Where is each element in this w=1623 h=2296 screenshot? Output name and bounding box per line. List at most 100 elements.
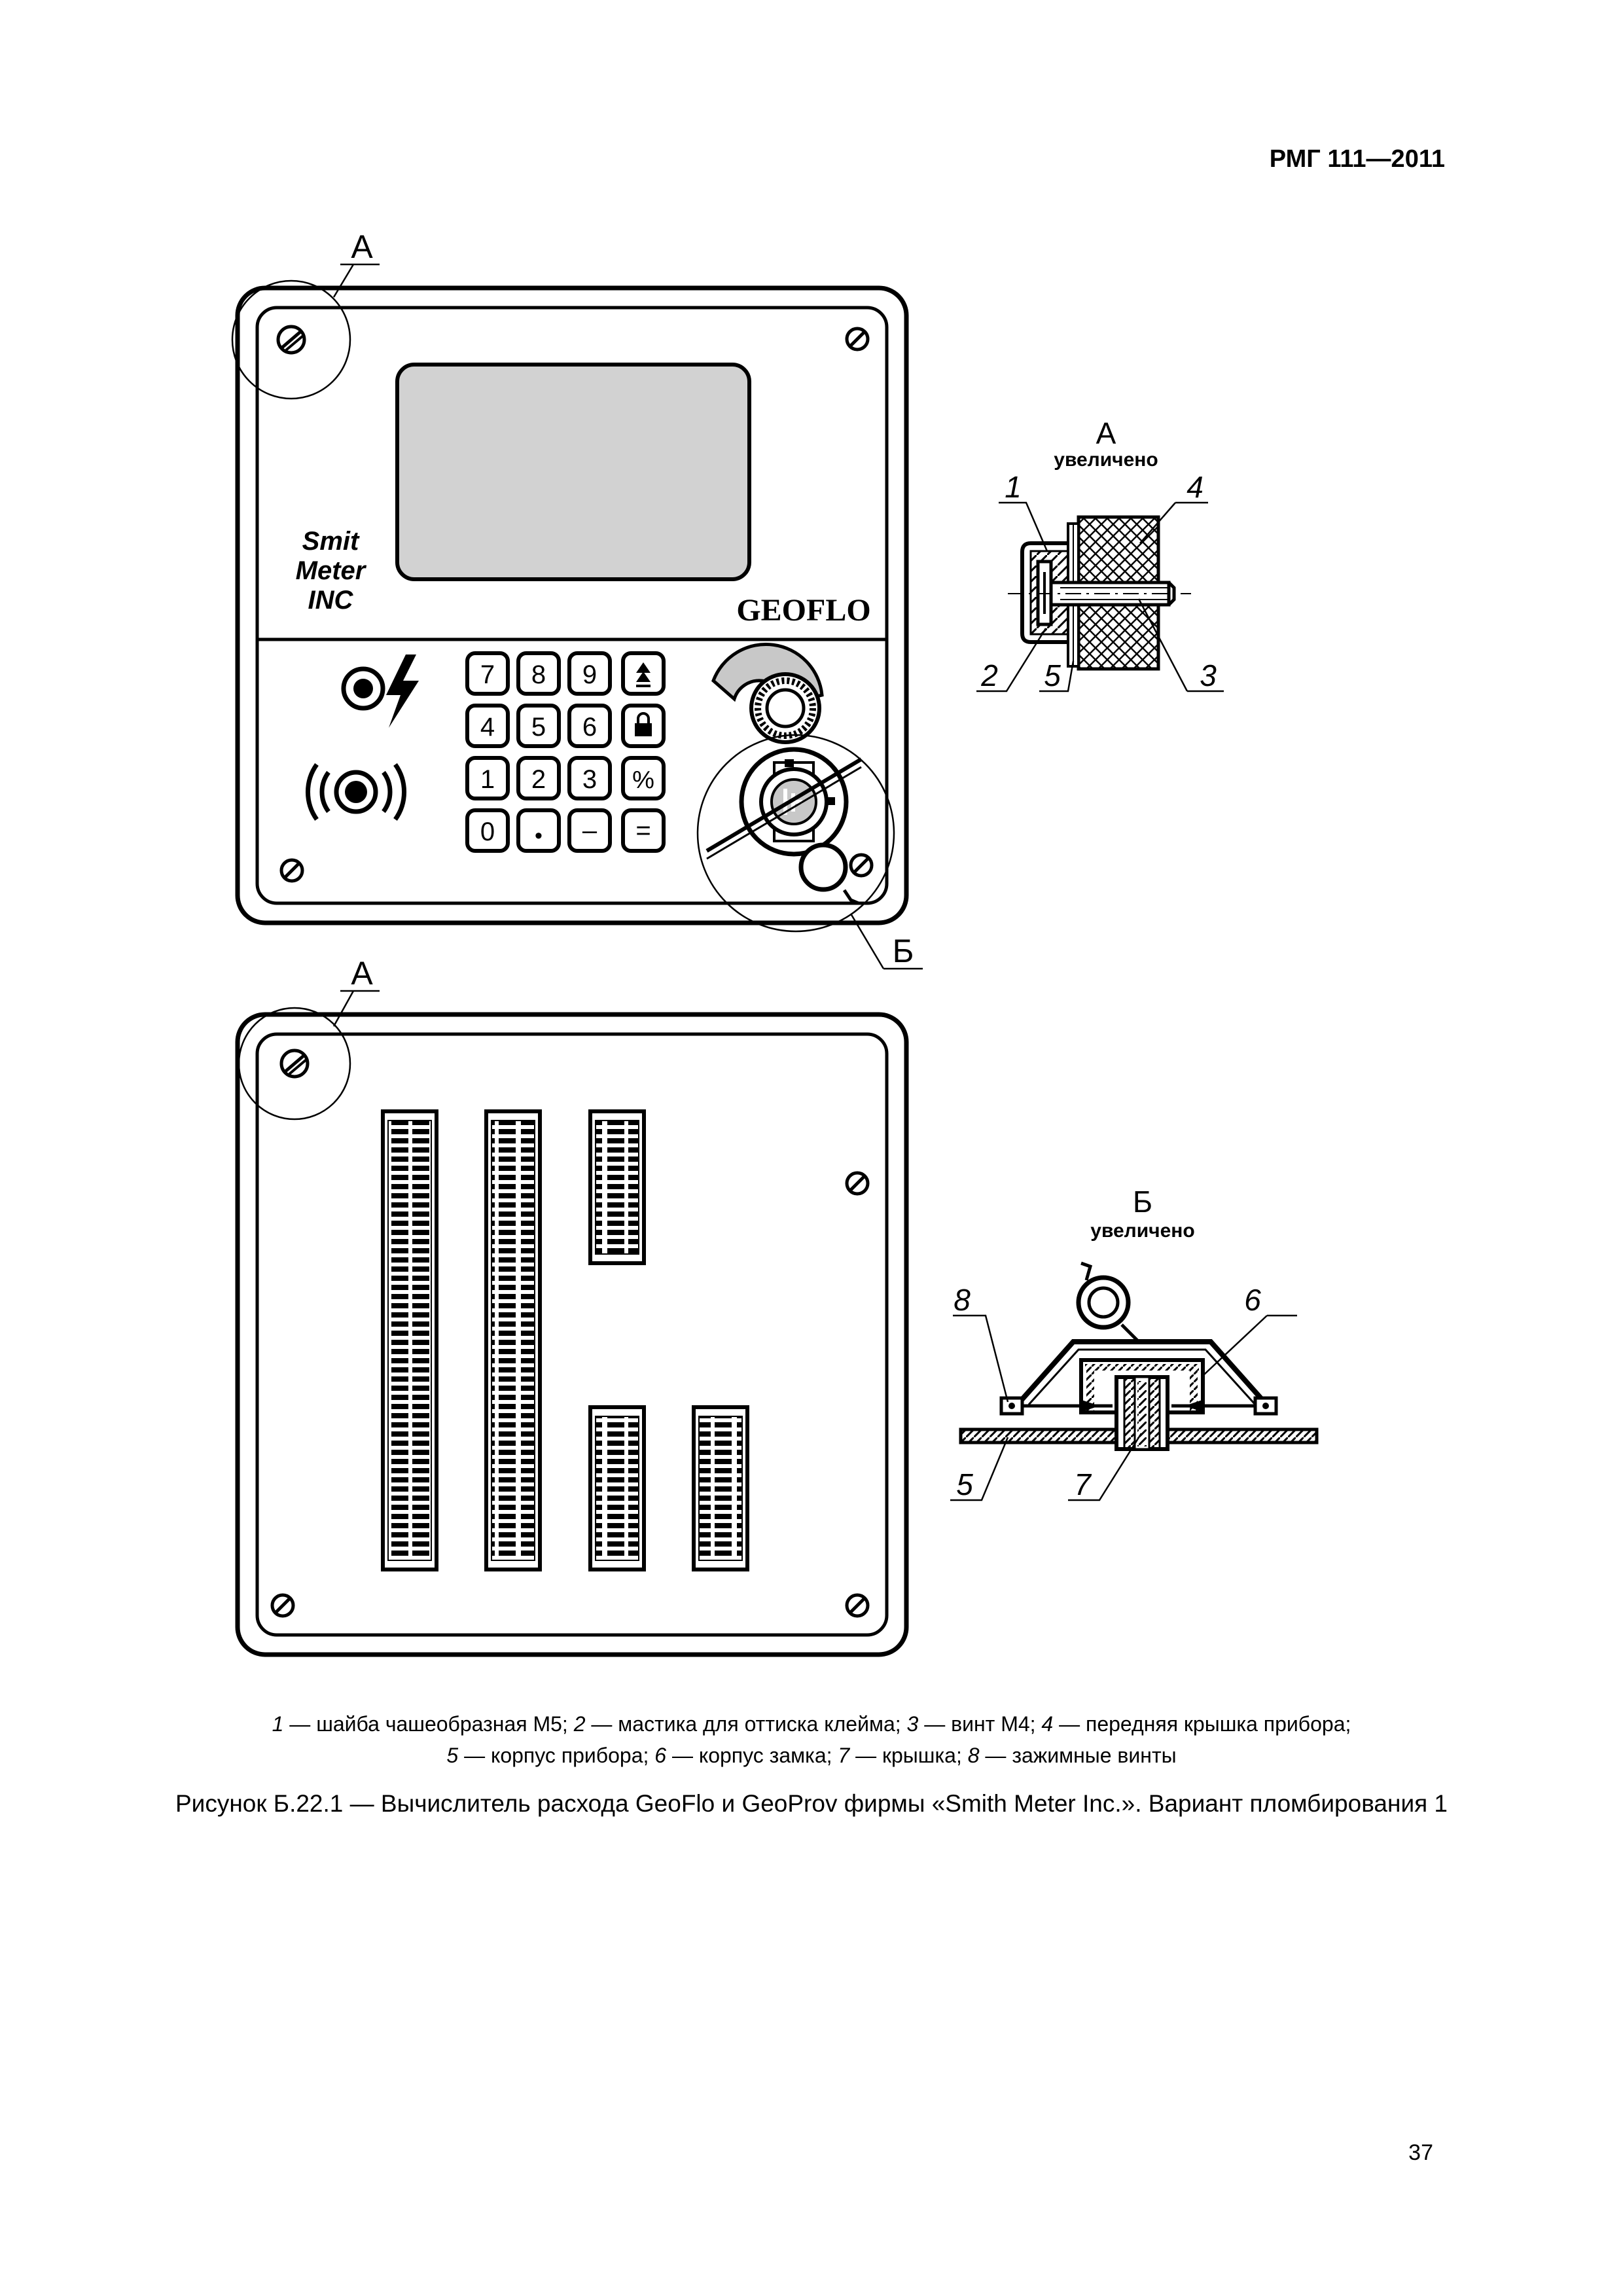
key-label: 0 xyxy=(480,817,495,846)
key-0 xyxy=(465,808,510,853)
detail-a-subtitle: увеличено xyxy=(1054,449,1158,471)
figure-caption: Рисунок Б.22.1 — Вычислитель расхода Geo… xyxy=(175,1790,1448,1817)
screw-icon xyxy=(845,1171,870,1196)
key-label: 3 xyxy=(582,765,597,794)
callout-label-a: А xyxy=(351,955,373,992)
rear-panel: А xyxy=(235,955,909,1657)
legend-line: 5 — корпус прибора; 6 — корпус замка; 7 … xyxy=(446,1744,1177,1767)
callout-circle-a xyxy=(238,1007,351,1121)
seal-lock xyxy=(705,747,874,905)
detail-b-subtitle: увеличено xyxy=(1090,1220,1194,1242)
detail-b-label-7: 7 xyxy=(1074,1467,1092,1501)
detail-a-label-3: 3 xyxy=(1200,658,1217,692)
legend-text: зажимные винты xyxy=(1012,1744,1177,1767)
key-percent xyxy=(621,756,666,800)
legend-text: передняя крышка прибора xyxy=(1086,1712,1346,1736)
display-screen xyxy=(395,363,751,581)
front-panel: А Smit Meter INC GEOFLO xyxy=(231,228,923,970)
model-label: GEOFLO xyxy=(736,593,870,628)
screw-icon xyxy=(845,1593,870,1618)
key-label: 4 xyxy=(480,713,495,742)
key-5 xyxy=(516,704,561,748)
key-label: 1 xyxy=(480,765,495,794)
key-label: 6 xyxy=(582,713,597,742)
keypad: 7 8 9 4 5 6 xyxy=(465,651,666,853)
key-label: 5 xyxy=(531,713,546,742)
legend-text: винт М4 xyxy=(951,1712,1030,1736)
key-3 xyxy=(567,756,612,800)
terminal-block xyxy=(484,1109,542,1571)
cup-washer xyxy=(1020,541,1068,644)
screw-icon xyxy=(276,325,306,355)
seal-ring xyxy=(1076,1275,1131,1330)
legend-num: 1 xyxy=(272,1712,284,1736)
terminal-block xyxy=(588,1405,646,1571)
status-led-icon xyxy=(341,666,385,711)
legend-text: мастика для оттиска клейма xyxy=(618,1712,895,1736)
callout-label-b: Б xyxy=(893,933,914,969)
key-label: 9 xyxy=(582,660,597,689)
legend-num: 2 xyxy=(573,1712,586,1736)
detail-a-label-5: 5 xyxy=(1044,658,1061,692)
screw-m4 xyxy=(1008,560,1191,626)
legend-text: шайба чашеобразная М5 xyxy=(316,1712,562,1736)
key-4 xyxy=(465,704,510,748)
wireless-signal-icon xyxy=(306,762,406,821)
lightning-icon xyxy=(386,655,419,728)
shift-arrow-icon xyxy=(636,662,651,682)
clamp-screw xyxy=(1171,1396,1278,1416)
detail-a-label-4: 4 xyxy=(1186,470,1204,504)
callout-circle-a xyxy=(231,279,351,400)
key-label: – xyxy=(582,816,597,845)
key-label: 2 xyxy=(531,765,546,794)
key-label: 7 xyxy=(480,660,495,689)
detail-a-title: А xyxy=(1096,416,1116,450)
key-equals xyxy=(621,808,666,853)
screw-icon xyxy=(270,1593,295,1618)
legend-num: 3 xyxy=(906,1712,919,1736)
keypad-row: 1 2 3 % xyxy=(465,756,666,800)
brand-line: Meter xyxy=(296,556,367,585)
key-6 xyxy=(567,704,612,748)
detail-a-label-2: 2 xyxy=(980,658,998,692)
page-number: 37 xyxy=(1408,2140,1433,2165)
figure-legend: 1 — шайба чашеобразная М5; 2 — мастика д… xyxy=(92,1708,1531,1771)
legend-num: 6 xyxy=(654,1744,667,1767)
key-7 xyxy=(465,651,510,696)
legend-text: корпус замка xyxy=(698,1744,827,1767)
key-9 xyxy=(567,651,612,696)
detail-b-label-5: 5 xyxy=(956,1467,973,1501)
legend-line: 1 — шайба чашеобразная М5; 2 — мастика д… xyxy=(272,1712,1351,1736)
keypad-row: 7 8 9 xyxy=(465,651,666,696)
key-minus xyxy=(567,808,612,853)
brand-logo: Smit Meter INC xyxy=(296,527,367,615)
brand-line: Smit xyxy=(302,527,360,556)
key-2 xyxy=(516,756,561,800)
detail-b-label-6: 6 xyxy=(1244,1283,1261,1317)
legend-text: корпус прибора xyxy=(490,1744,643,1767)
detail-a: А увеличено 1 xyxy=(976,416,1224,692)
legend-num: 5 xyxy=(446,1744,459,1767)
key-label: 8 xyxy=(531,660,546,689)
lock-icon xyxy=(635,712,652,736)
legend-text: крышка xyxy=(882,1744,956,1767)
key-8 xyxy=(516,651,561,696)
screw-icon xyxy=(279,858,304,883)
terminal-block xyxy=(381,1109,438,1571)
detail-a-label-1: 1 xyxy=(1005,470,1022,504)
document-code: РМГ 111—2011 xyxy=(1269,145,1445,173)
brand-line: INC xyxy=(308,586,354,615)
keypad-row: 0 • – = xyxy=(465,808,666,853)
clamp-screw xyxy=(999,1396,1113,1416)
keypad-row: 4 5 6 xyxy=(465,704,666,748)
terminal-block xyxy=(692,1405,749,1571)
key-label: = xyxy=(635,816,651,845)
key-decimal xyxy=(516,808,561,853)
screw-icon xyxy=(279,1049,310,1079)
key-label: • xyxy=(535,823,543,848)
key-label: % xyxy=(632,766,654,794)
key-1 xyxy=(465,756,510,800)
legend-num: 7 xyxy=(838,1744,850,1767)
legend-num: 4 xyxy=(1041,1712,1054,1736)
callout-label-a: А xyxy=(351,228,373,265)
